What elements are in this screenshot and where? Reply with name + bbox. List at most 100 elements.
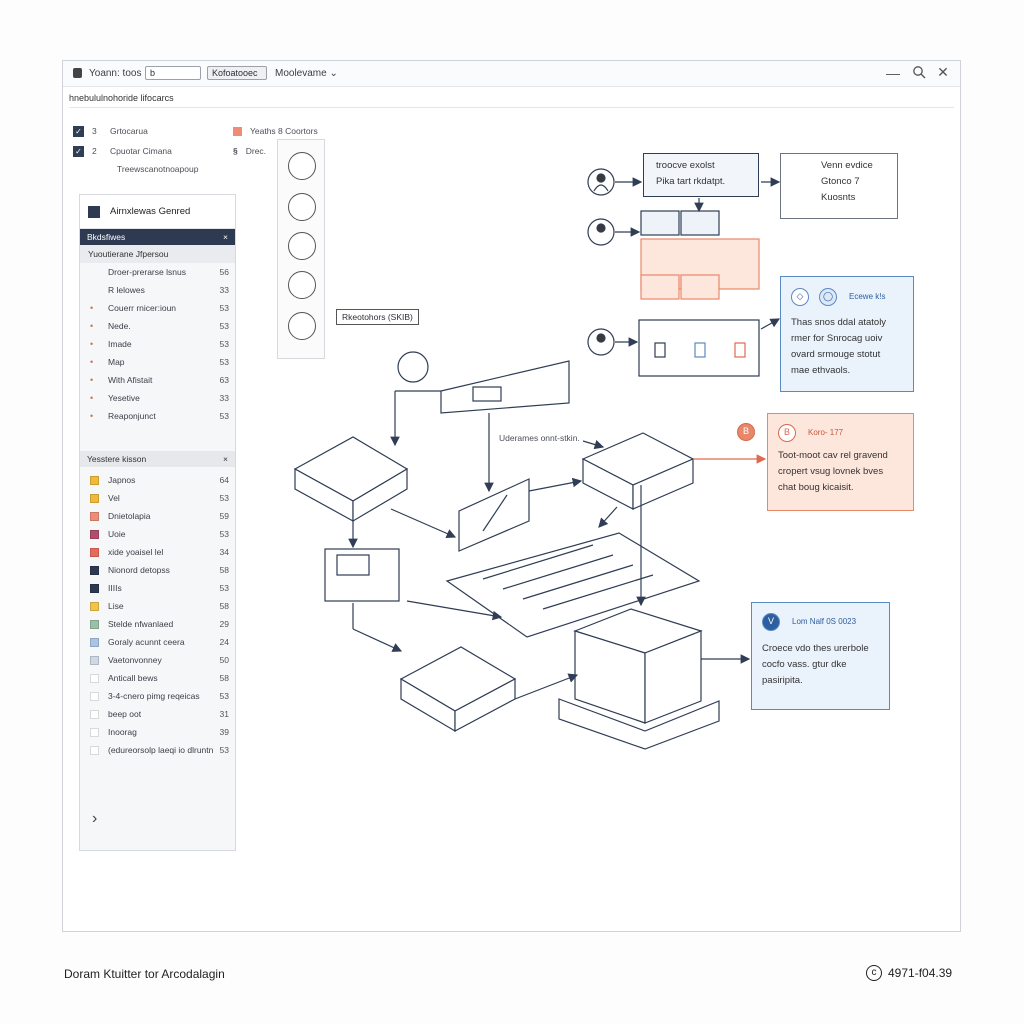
connector-arrow <box>598 506 618 528</box>
list-item[interactable]: Vel 53 <box>80 489 235 507</box>
color-swatch <box>90 547 99 557</box>
copyright-icon: c <box>866 965 882 981</box>
rack-device <box>445 532 701 638</box>
panel-icon <box>88 205 100 218</box>
list-item[interactable]: (edureorsolp laeqi io dlruntn)53 <box>80 741 235 759</box>
bullet-icon: • <box>90 357 94 367</box>
window-title: Yoann: toos <box>89 68 142 79</box>
card-header: Ecewe k!s <box>849 292 886 301</box>
list-item-value: 53 <box>219 583 229 593</box>
minimize-icon[interactable]: — <box>886 65 900 81</box>
card-line: Toot-moot cav rel gravend <box>778 450 888 461</box>
process-box[interactable]: troocve exolst Pika tart rkdatpt. <box>643 153 759 197</box>
checkbox[interactable]: ✓ <box>73 145 84 157</box>
list-item[interactable]: •Nede.53 <box>80 317 235 335</box>
list-item-value: 53 <box>219 493 229 503</box>
section-header[interactable]: Yesstere kisson × <box>80 451 235 467</box>
box-line: Pika tart rkdatpt. <box>656 176 726 187</box>
list-item-label: R lelowes <box>108 285 145 295</box>
avatar[interactable] <box>288 152 316 180</box>
section-title: Yesstere kisson <box>87 454 147 464</box>
list-item-value: 63 <box>219 375 229 385</box>
avatar[interactable] <box>288 271 316 299</box>
list-item-value: 39 <box>219 727 229 737</box>
list-item-label: Map <box>108 357 125 367</box>
process-cell <box>640 274 680 300</box>
avatar[interactable] <box>288 312 316 340</box>
list-item[interactable]: IIIIs 53 <box>80 579 235 597</box>
bullet-icon: • <box>90 339 94 349</box>
box-line: troocve exolst <box>656 160 715 171</box>
list-item-label: Vaetonvonney <box>108 655 162 665</box>
search-icon[interactable] <box>911 65 927 82</box>
connector-arrow <box>406 600 503 621</box>
note-card-blue[interactable]: ◇ ◯ Ecewe k!s Thas snos ddal atatoly rme… <box>780 276 914 392</box>
list-item-label: Couerr rnicer:ioun <box>108 303 177 313</box>
color-swatch <box>90 583 99 593</box>
section-header[interactable]: Bkdsfiwes× <box>80 229 235 245</box>
expand-icon[interactable]: › <box>92 810 98 827</box>
close-icon[interactable]: × <box>223 232 228 242</box>
list-item-value: 53 <box>219 321 229 331</box>
list-item-label: beep oot <box>108 709 142 719</box>
badge-icon: B <box>778 424 796 442</box>
color-swatch <box>90 655 99 665</box>
list-item-label: Uoie <box>108 529 126 539</box>
color-swatch <box>90 727 99 737</box>
checkbox[interactable]: ✓ <box>73 125 84 137</box>
list-item-label: Droer-prerarse lsnus <box>108 267 186 277</box>
avatar[interactable] <box>288 193 316 221</box>
clipboard-icon <box>694 342 706 358</box>
close-icon[interactable]: × <box>223 454 228 464</box>
color-swatch <box>90 673 99 683</box>
list-item-value: 56 <box>219 267 229 277</box>
list-item[interactable]: Droer-prerarse lsnus 56 <box>80 263 235 281</box>
panel-title: Airnxlewas Genred <box>110 206 191 217</box>
avatar[interactable] <box>288 232 316 260</box>
color-swatch <box>90 709 99 719</box>
list-item-label: Anticall bews <box>108 673 158 683</box>
note-card-blue-2[interactable]: V Lom Nalf 0S 0023 Croece vdo thes urerb… <box>751 602 890 710</box>
bullet-icon: • <box>90 303 94 313</box>
title-input[interactable]: b <box>145 66 201 80</box>
link-icon: § <box>233 146 238 156</box>
list-item-label: Vel <box>108 493 120 503</box>
card-line: mae ethvaols. <box>791 365 851 376</box>
server-device <box>293 436 409 523</box>
card-line: chat boug kicaisit. <box>778 482 854 493</box>
list-item-label: IIIIs <box>108 583 122 593</box>
card-header: Koro- 177 <box>808 428 844 437</box>
check-label: Grtocarua <box>110 126 148 136</box>
app-icon <box>73 68 82 78</box>
badge-icon[interactable]: B <box>737 423 755 441</box>
toolbar-button[interactable]: Kofoatooec <box>207 66 267 80</box>
close-icon[interactable]: ✕ <box>937 64 949 80</box>
view-dropdown[interactable]: Moolevame ⌄ <box>275 68 338 79</box>
note-card-orange[interactable]: B Koro- 177 Toot-moot cav rel gravend cr… <box>767 413 914 511</box>
legend-label: Yeaths 8 Coortors <box>250 126 318 136</box>
list-item-label: (edureorsolp laeqi io dlruntn) <box>108 745 213 755</box>
info-card[interactable]: Venn evdice Gtonco 7 Kuosnts <box>780 153 898 219</box>
list-item-value: 53 <box>219 339 229 349</box>
